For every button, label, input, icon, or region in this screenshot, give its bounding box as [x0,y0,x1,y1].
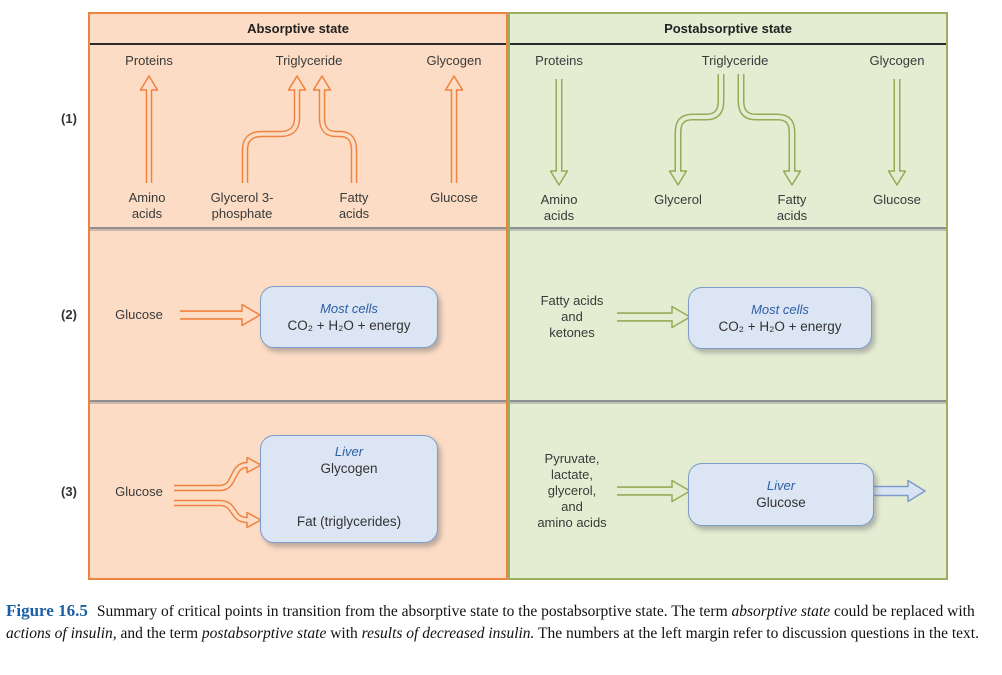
caption-italic-actions-of-insulin: actions of insulin, [6,624,117,642]
label-glucose: Glucose [873,192,921,207]
label-glycogen: Glycogen [426,53,482,68]
label-pyruvate-lactate-glycerol-amino-acids: Pyruvate, lactate, glycerol, and amino a… [537,451,607,530]
row-divider-2-3 [90,400,506,402]
box-title-liver: Liver [334,444,364,459]
row-divider-2-3 [510,400,946,402]
row-divider-1-2 [90,227,506,229]
margin-label-3: (3) [61,484,77,499]
margin-label-1: (1) [61,111,77,126]
figure-number: Figure 16.5 [6,601,88,620]
absorptive-header: Absorptive state [90,14,506,45]
label-triglyceride: Triglyceride [275,53,343,68]
label-glucose-row2: Glucose [115,307,163,322]
absorptive-arrows-graphic [139,75,464,529]
row-divider-1-2 [510,227,946,229]
postabsorptive-column: Postabsorptive state [508,12,948,580]
box-line-co2-h2o-energy: CO₂ + H₂O + energy [287,317,411,333]
most-cells-box-postabsorptive: Most cells CO₂ + H₂O + energy [688,287,872,349]
caption-italic-absorptive-state: absorptive state [731,603,831,620]
caption-italic-postabsorptive-state: postabsorptive state [201,624,327,642]
absorptive-body: Proteins Triglyceride Glycogen Amino aci… [90,45,506,578]
figure-caption: Figure 16.5 Summary of critical points in… [6,601,979,642]
label-glycerol: Glycerol [654,192,702,207]
box-line-co2-h2o-energy: CO₂ + H₂O + energy [718,318,842,334]
caption-text: Summary of critical points in transition… [96,603,732,620]
postabsorptive-body: Proteins Triglyceride Glycogen Amino aci… [510,45,946,578]
liver-box-absorptive: Liver Glycogen Fat (triglycerides) [260,435,438,543]
most-cells-box-absorptive: Most cells CO₂ + H₂O + energy [260,286,438,348]
absorptive-column: Absorptive state [88,12,508,580]
box-line-glucose: Glucose [756,495,806,510]
box-title-most-cells: Most cells [320,300,378,316]
caption-italic-results-of-decreased-insulin: results of decreased insulin. [361,624,535,642]
liver-box-postabsorptive: Liver Glucose [688,463,874,526]
label-glycogen: Glycogen [869,53,925,68]
label-glycerol-3-phosphate: Glycerol 3- phosphate [210,190,274,221]
label-proteins: Proteins [535,53,583,68]
label-triglyceride: Triglyceride [701,53,769,68]
postabsorptive-header: Postabsorptive state [510,14,946,45]
box-line-fat-triglycerides: Fat (triglycerides) [296,514,402,529]
label-fatty-acids-and-ketones: Fatty acids and ketones [540,293,604,340]
label-amino-acids: Amino acids [128,190,166,221]
box-title-most-cells: Most cells [751,301,809,317]
label-proteins: Proteins [125,53,173,68]
box-line-glycogen: Glycogen [320,461,378,476]
label-fatty-acids: Fatty acids [776,192,808,223]
label-glucose-row3: Glucose [115,484,163,499]
margin-label-2: (2) [61,307,77,322]
label-fatty-acids: Fatty acids [338,190,370,221]
label-amino-acids: Amino acids [540,192,578,223]
postabsorptive-arrows-graphic [549,73,907,503]
label-glucose: Glucose [430,190,478,205]
box-title-liver: Liver [766,478,796,493]
